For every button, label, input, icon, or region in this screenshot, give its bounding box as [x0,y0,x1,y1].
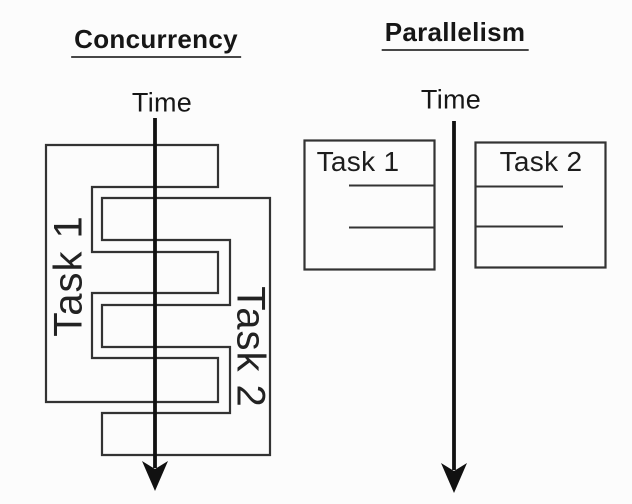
parallelism-task1-slot-lines [349,184,435,229]
parallelism-task2-box [474,141,607,269]
arrow-down-icon [142,461,168,491]
arrow-down-icon [441,463,467,493]
parallelism-time-arrow [441,121,467,493]
concurrency-time-arrow [142,118,168,491]
concurrency-task1-label: Task 1 [46,215,91,337]
parallelism-task2-slot-lines [475,185,563,228]
parallelism-task1-label: Task 1 [316,146,400,177]
parallelism-time-label: Time [420,84,482,115]
concurrency-time-label: Time [131,87,193,118]
concurrency-task2-label: Task 2 [228,286,273,408]
concurrency-title: Concurrency [71,24,241,58]
parallelism-task2-label: Task 2 [499,146,583,177]
parallelism-title: Parallelism [381,17,529,51]
concurrency-task2-comb [100,196,272,457]
concurrency-task1-comb [44,143,220,404]
parallelism-task1-box [303,139,436,271]
